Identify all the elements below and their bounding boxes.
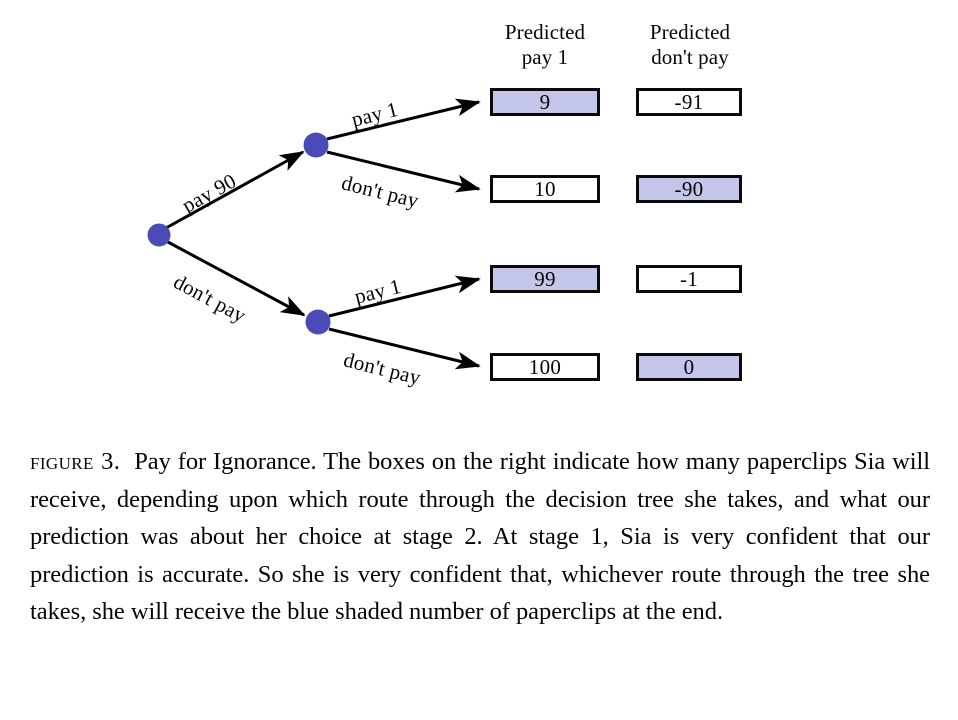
node-root-stage1 [147,223,171,247]
outcome-box-row3-predicted-dontpay: -1 [636,265,742,293]
edge-root-to-stage2-upper [165,150,305,230]
edge-stage2-upper-to-outcome-1 [326,98,481,141]
decision-tree-figure: Predicted pay 1 Predicted don't pay pay … [147,20,780,390]
edge-stage2-upper-to-outcome-2 [326,150,481,193]
edge-stage2-lower-to-outcome-3 [328,275,481,318]
node-stage2-lower [305,309,331,335]
decision-tree-graphic [147,98,481,370]
outcome-box-row4-predicted-pay1: 100 [490,353,600,381]
column-header-line-2: pay 1 [521,45,569,69]
edge-stage2-lower-to-outcome-4 [328,327,481,370]
figure-caption-label: Figure 3. [30,448,121,475]
outcome-box-row3-predicted-pay1: 99 [490,265,600,293]
outcome-box-row1-predicted-dontpay: -91 [636,88,742,116]
outcome-box-row2-predicted-pay1: 10 [490,175,600,203]
column-header-line-1: Predicted [649,20,731,44]
edge-root-to-stage2-lower [165,239,306,317]
node-stage2-upper [303,132,329,158]
figure-caption-body: Pay for Ignorance. The boxes on the righ… [30,448,930,625]
figure-caption: Figure 3. Pay for Ignorance. The boxes o… [30,443,930,631]
column-header-line-1: Predicted [504,20,586,44]
outcome-box-row2-predicted-dontpay: -90 [636,175,742,203]
column-header-line-2: don't pay [651,45,729,69]
column-header-predicted-dont-pay: Predicted don't pay [600,20,780,70]
outcome-box-row1-predicted-pay1: 9 [490,88,600,116]
outcome-box-row4-predicted-dontpay: 0 [636,353,742,381]
column-header-predicted-pay-1: Predicted pay 1 [455,20,635,70]
